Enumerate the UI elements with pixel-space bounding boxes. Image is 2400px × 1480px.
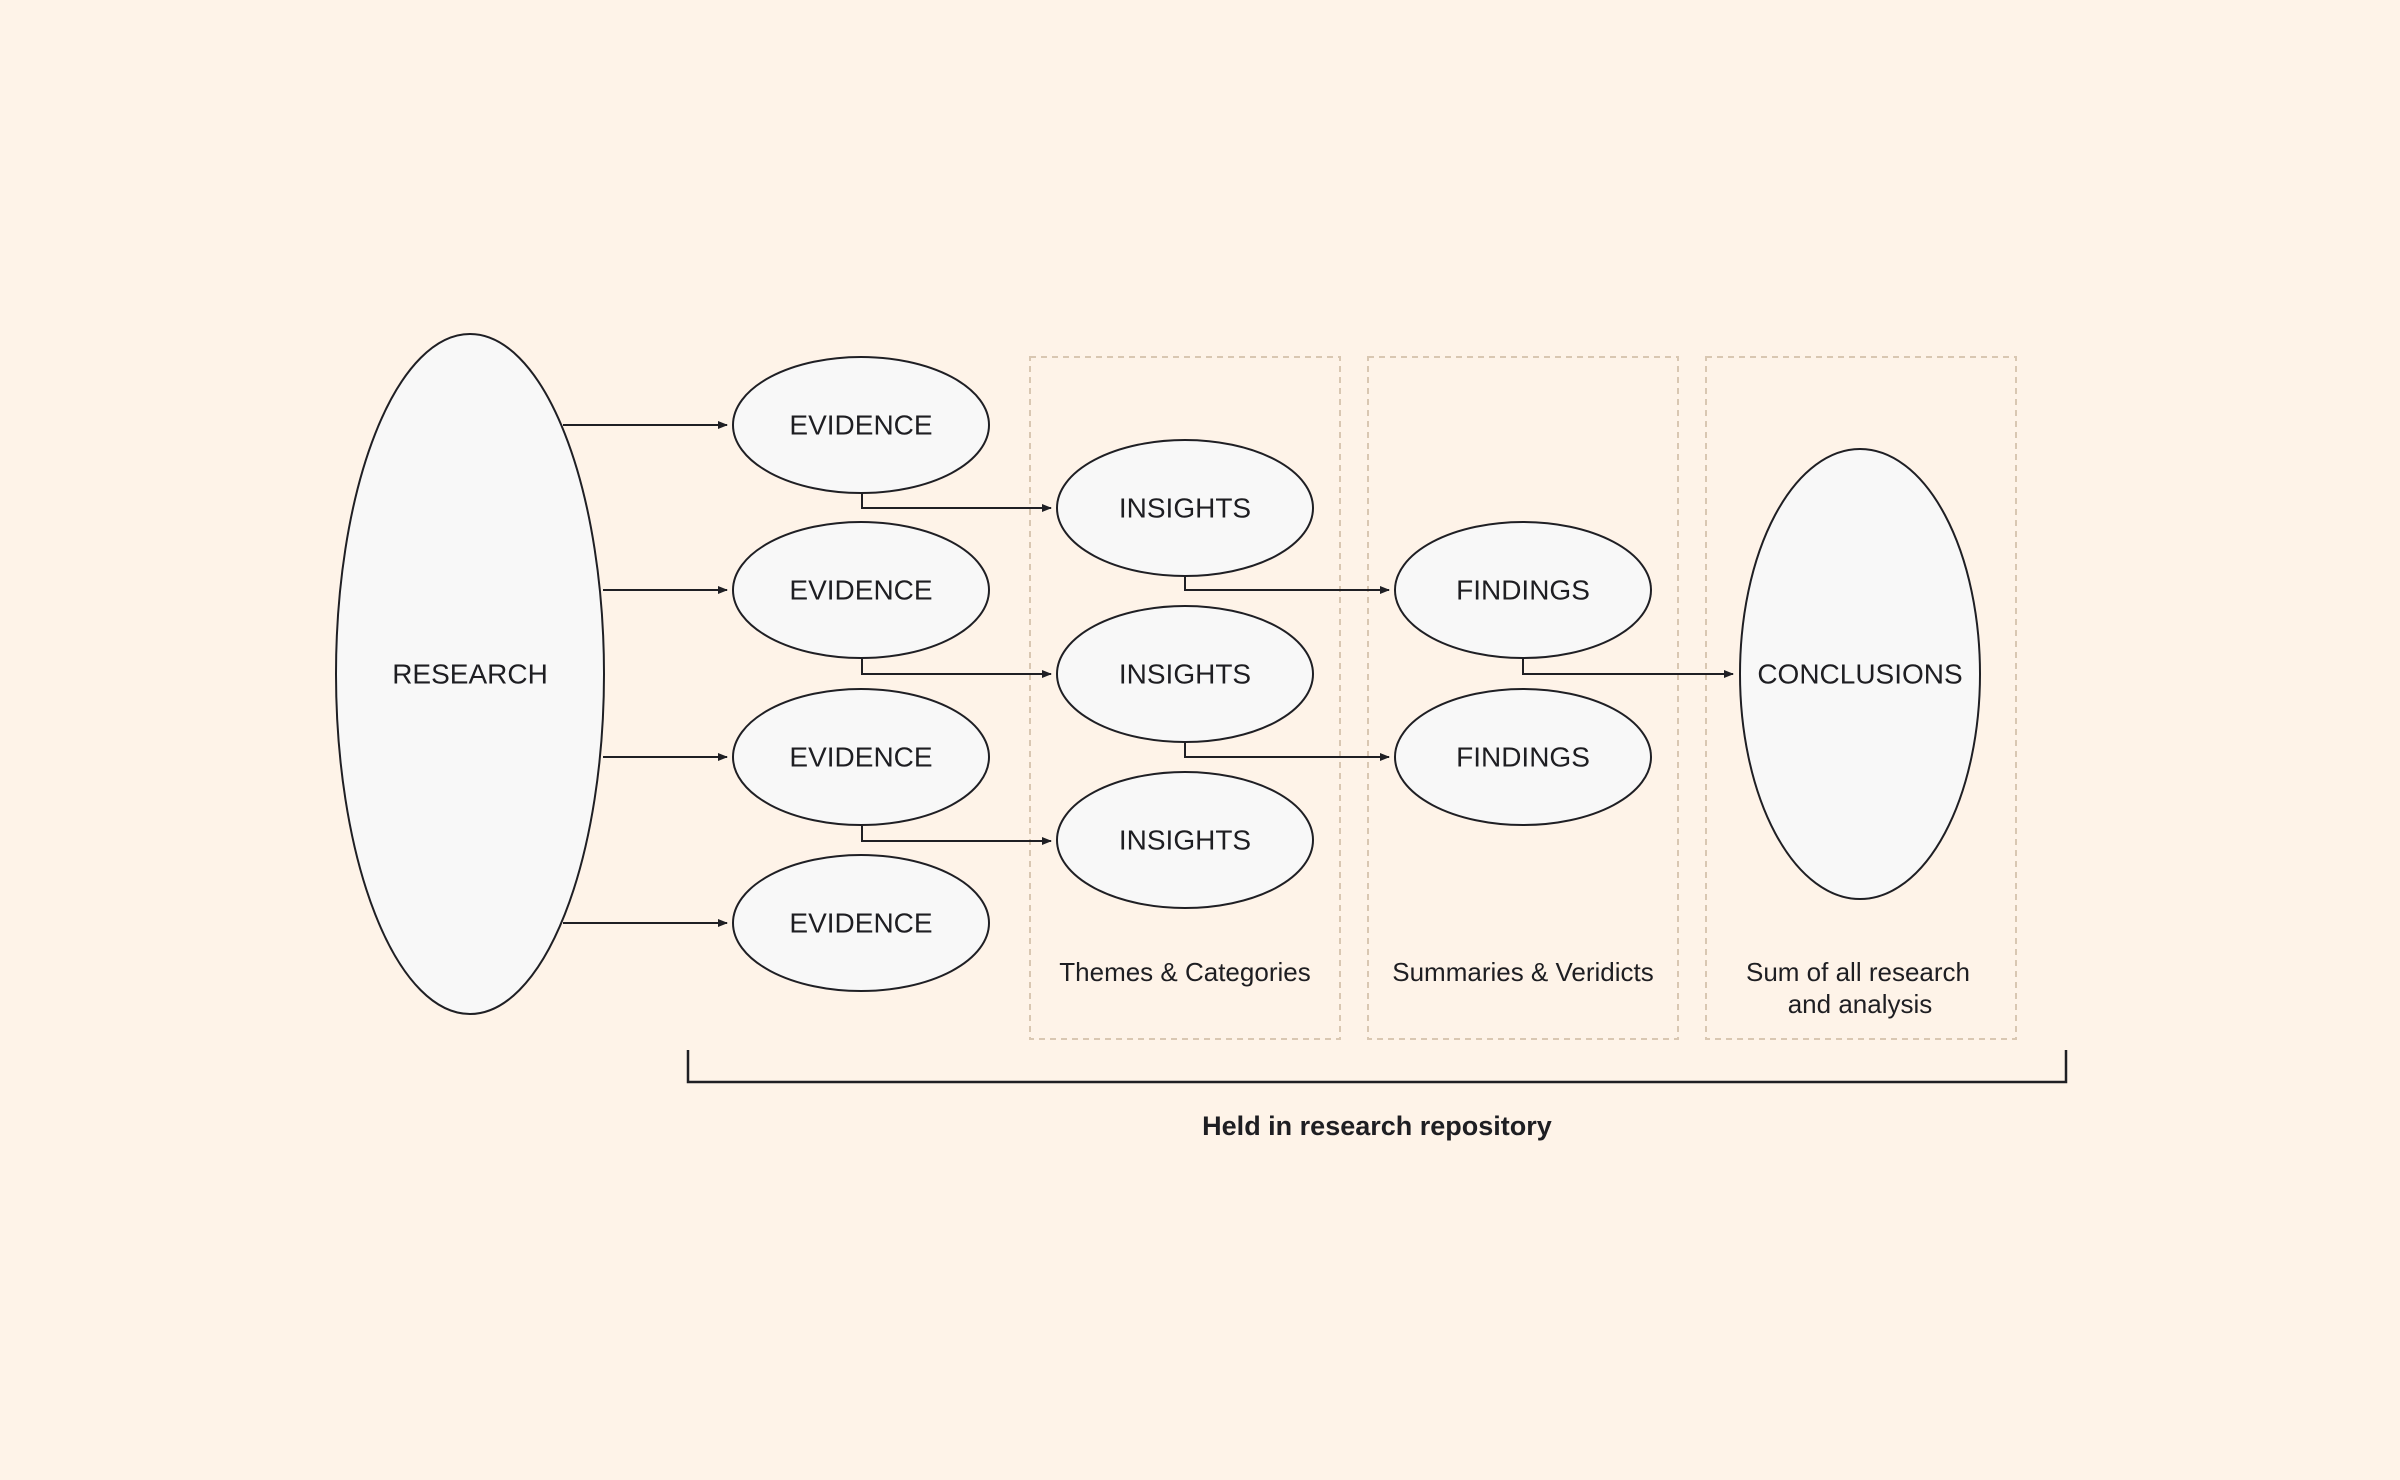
evidence-label-1: EVIDENCE	[789, 410, 932, 441]
evidence-node-2	[732, 521, 990, 659]
insights-label-2: INSIGHTS	[1119, 659, 1251, 690]
evidence-node-3	[732, 688, 990, 826]
connector-insights-findings-1	[1184, 576, 1390, 594]
repository-bracket	[686, 1050, 2068, 1084]
connector-findings-conclusions	[1522, 659, 1734, 678]
connector-insights-findings-2	[1184, 742, 1390, 761]
repository-label: Held in research repository	[1202, 1111, 1552, 1141]
findings-label-2: FINDINGS	[1456, 742, 1590, 773]
insights-label-3: INSIGHTS	[1119, 825, 1251, 856]
insights-node-1	[1056, 439, 1314, 577]
insights-group-box	[1029, 356, 1341, 1040]
insights-label-1: INSIGHTS	[1119, 493, 1251, 524]
conclusions-label: CONCLUSIONS	[1757, 659, 1962, 690]
conclusions-caption-line-1: Sum of all research	[1746, 957, 1970, 987]
conclusions-node	[1739, 448, 1981, 900]
research-node	[335, 333, 605, 1015]
insights-node-2	[1056, 605, 1314, 743]
connector-evidence-insights-3	[861, 826, 1052, 845]
conclusions-caption-line-2: and analysis	[1788, 989, 1933, 1019]
evidence-node-1	[732, 356, 990, 494]
insights-caption: Themes & Categories	[1059, 957, 1310, 987]
research-label: RESEARCH	[392, 659, 548, 690]
findings-caption: Summaries & Veridicts	[1392, 957, 1654, 987]
conclusions-group-box	[1705, 356, 2017, 1040]
findings-group-box	[1367, 356, 1679, 1040]
evidence-label-3: EVIDENCE	[789, 742, 932, 773]
findings-node-1	[1394, 521, 1652, 659]
findings-node-2	[1394, 688, 1652, 826]
connector-evidence-insights-1	[861, 493, 1052, 512]
findings-label-1: FINDINGS	[1456, 575, 1590, 606]
connector-evidence-insights-2	[861, 659, 1052, 678]
insights-node-3	[1056, 771, 1314, 909]
evidence-label-4: EVIDENCE	[789, 908, 932, 939]
evidence-label-2: EVIDENCE	[789, 575, 932, 606]
evidence-node-4	[732, 854, 990, 992]
